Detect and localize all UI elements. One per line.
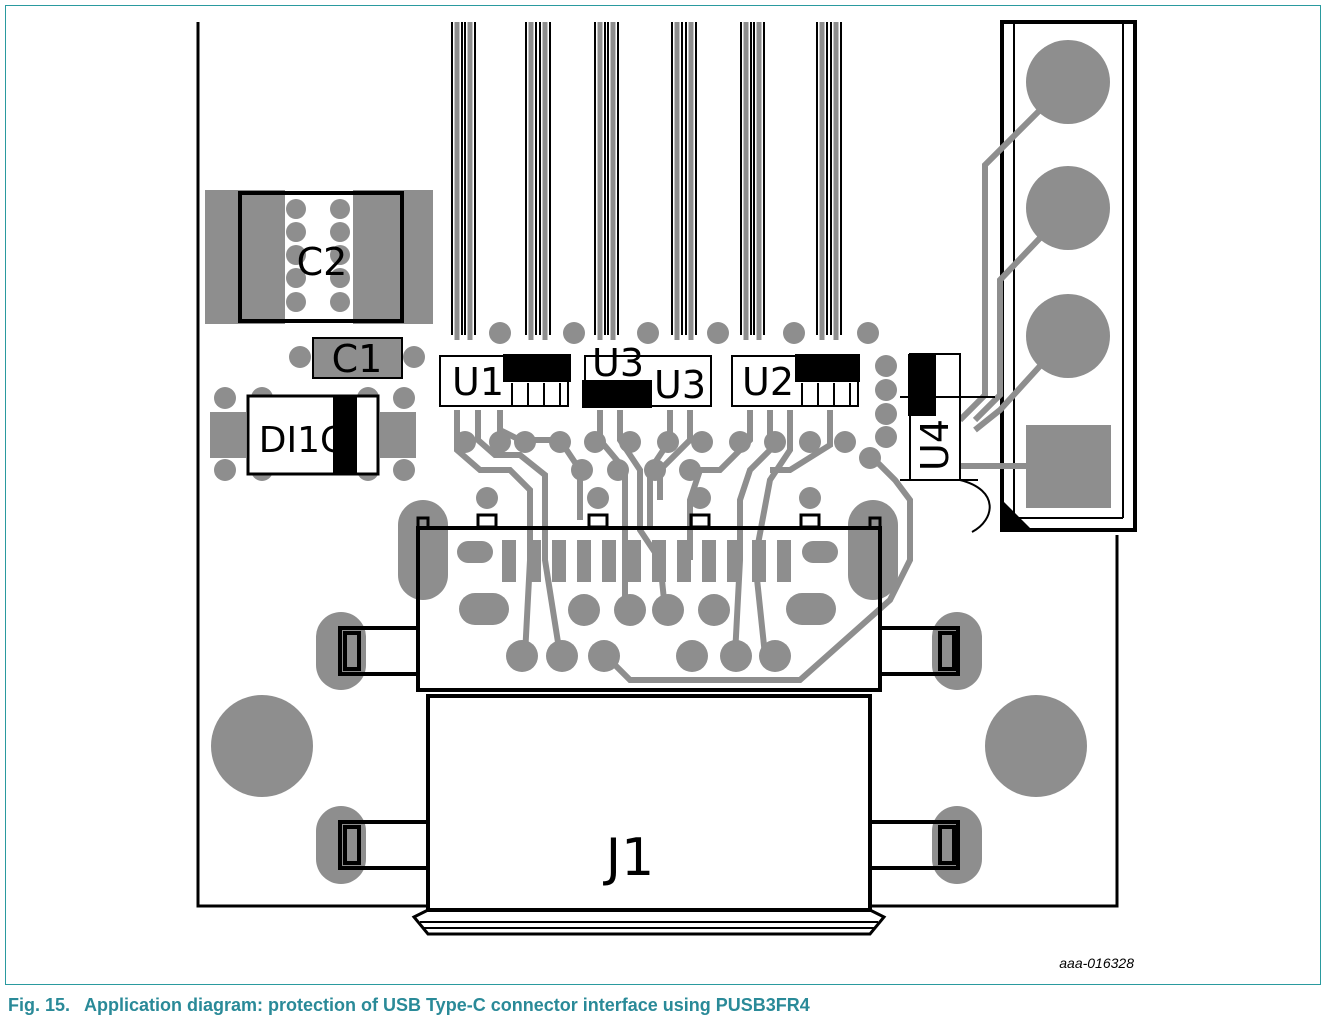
connector-pins bbox=[457, 540, 838, 672]
signal-trace-outlines bbox=[451, 22, 842, 335]
j1-label: J1 bbox=[603, 828, 654, 888]
header-pad-square bbox=[1026, 425, 1111, 508]
u3-label-b: U3 bbox=[654, 363, 706, 407]
pcb-layout-diagram: C2 C1 DI1C U1 U3 U3 U2 U4 bbox=[196, 20, 1137, 936]
u4-label: U4 bbox=[913, 419, 957, 471]
d1-label: DI1C bbox=[259, 420, 345, 461]
signal-traces bbox=[454, 22, 839, 340]
ic-u3: U3 U3 bbox=[582, 341, 712, 408]
ic-u2: U2 bbox=[731, 354, 860, 407]
header-pad-3 bbox=[1026, 294, 1110, 378]
mounting-tabs bbox=[316, 612, 982, 884]
mounting-hole-left bbox=[211, 695, 313, 797]
header-connector bbox=[1000, 20, 1137, 532]
capacitor-c2: C2 bbox=[205, 190, 433, 324]
figure-caption-text: Application diagram: protection of USB T… bbox=[84, 995, 810, 1015]
figure-frame bbox=[5, 5, 1321, 985]
c2-label: C2 bbox=[297, 240, 348, 284]
c1-label: C1 bbox=[332, 337, 383, 381]
figure-number: Fig. 15. bbox=[8, 995, 71, 1015]
capacitor-c1: C1 bbox=[312, 337, 403, 381]
u3-label-a: U3 bbox=[592, 341, 644, 385]
diode-d1: DI1C bbox=[210, 394, 416, 476]
mounting-hole-right bbox=[985, 695, 1087, 797]
ic-u1: U1 bbox=[439, 354, 571, 407]
u2-label: U2 bbox=[742, 360, 794, 404]
header-traces bbox=[957, 107, 1043, 469]
usb-typec-connector: J1 bbox=[398, 500, 898, 936]
u1-label: U1 bbox=[452, 360, 504, 404]
header-pad-2 bbox=[1026, 166, 1110, 250]
document-id: aaa-016328 bbox=[1059, 955, 1134, 971]
figure-caption: Fig. 15. Application diagram: protection … bbox=[8, 995, 810, 1016]
ic-u4: U4 bbox=[900, 353, 995, 533]
header-pad-1 bbox=[1026, 40, 1110, 124]
